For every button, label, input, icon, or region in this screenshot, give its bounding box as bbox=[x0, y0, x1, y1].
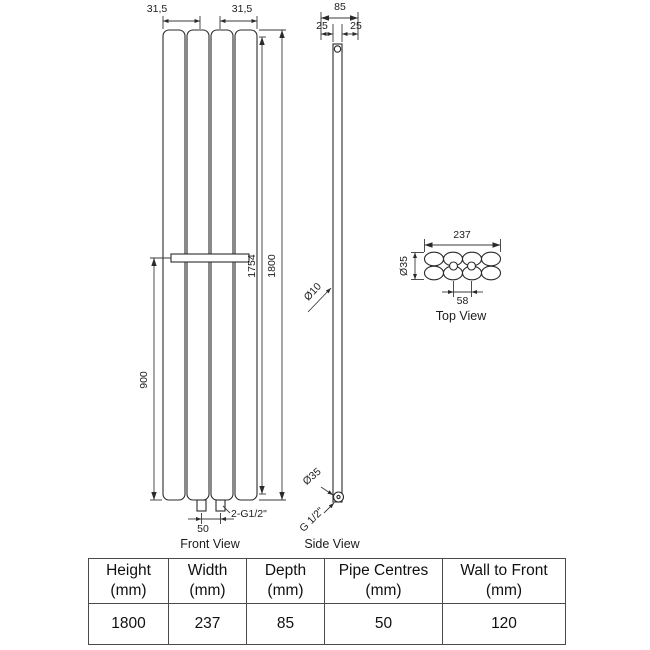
dim-front-connections: 2-G1/2" bbox=[231, 508, 267, 520]
header-label: Wall to Front bbox=[460, 562, 548, 580]
dim-side-tube: Ø10 bbox=[302, 280, 324, 303]
dim-front-1800: 1800 bbox=[266, 254, 278, 278]
header-unit: (mm) bbox=[365, 582, 402, 599]
front-view-drawing: 31,5 31,5 1754 1800 900 bbox=[138, 3, 286, 551]
header-label: Depth bbox=[264, 562, 307, 580]
front-column-4 bbox=[234, 29, 258, 501]
dim-side-25-right: 25 bbox=[350, 20, 362, 32]
pipe-right bbox=[215, 499, 226, 512]
top-pipe-hole-left bbox=[448, 261, 459, 271]
header-pipe-centres: Pipe Centres (mm) bbox=[324, 558, 443, 604]
header-unit: (mm) bbox=[267, 582, 304, 599]
dim-top-237: 237 bbox=[453, 229, 471, 241]
side-top-hole bbox=[333, 45, 342, 53]
dim-front-900: 900 bbox=[138, 371, 150, 389]
side-view-label: Side View bbox=[304, 537, 360, 551]
side-profile bbox=[332, 43, 343, 503]
dim-top-oval: Ø35 bbox=[398, 256, 410, 276]
header-height: Height (mm) bbox=[88, 558, 169, 604]
value-wall-to-front: 120 bbox=[442, 603, 566, 645]
front-column-2 bbox=[186, 29, 210, 501]
spec-table: Height (mm) Width (mm) Depth (mm) Pipe C… bbox=[88, 558, 566, 645]
header-unit: (mm) bbox=[485, 582, 523, 599]
value-pipe-centres: 50 bbox=[324, 603, 443, 645]
value-depth: 85 bbox=[246, 603, 325, 645]
side-bottom-collector bbox=[332, 491, 345, 503]
header-label: Width bbox=[187, 562, 228, 580]
header-depth: Depth (mm) bbox=[246, 558, 325, 604]
header-unit: (mm) bbox=[189, 582, 226, 599]
side-bottom-collector-center bbox=[336, 494, 341, 500]
dim-front-31-5-left: 31,5 bbox=[147, 3, 168, 15]
front-view-label: Front View bbox=[180, 537, 240, 551]
spec-table-header-row: Height (mm) Width (mm) Depth (mm) Pipe C… bbox=[88, 558, 566, 604]
dim-side-25-left: 25 bbox=[316, 20, 328, 32]
value-width: 237 bbox=[168, 603, 247, 645]
side-view-drawing: 85 25 25 Ø10 Ø35 G 1/2" Side View bbox=[297, 1, 362, 551]
dim-side-collector: Ø35 bbox=[301, 466, 324, 488]
header-unit: (mm) bbox=[110, 582, 147, 599]
top-pipe-hole-right bbox=[466, 261, 477, 271]
front-column-3 bbox=[210, 29, 234, 501]
spec-table-value-row: 1800 237 85 50 120 bbox=[88, 603, 566, 645]
wall-bracket bbox=[170, 253, 250, 263]
front-column-1 bbox=[162, 29, 186, 501]
value-height: 1800 bbox=[88, 603, 169, 645]
header-width: Width (mm) bbox=[168, 558, 247, 604]
pipe-left bbox=[196, 499, 207, 512]
top-view-label: Top View bbox=[436, 309, 487, 323]
dim-side-connection: G 1/2" bbox=[297, 505, 326, 534]
header-label: Height bbox=[106, 562, 151, 580]
header-label: Pipe Centres bbox=[338, 562, 429, 580]
dim-top-58: 58 bbox=[457, 295, 469, 307]
dim-side-85: 85 bbox=[334, 1, 346, 13]
header-wall-to-front: Wall to Front (mm) bbox=[442, 558, 566, 604]
dim-front-31-5-right: 31,5 bbox=[232, 3, 253, 15]
drawing-canvas: 31,5 31,5 1754 1800 900 bbox=[138, 1, 502, 551]
dim-front-1754: 1754 bbox=[246, 254, 258, 278]
dim-front-50: 50 bbox=[197, 523, 209, 535]
top-view-drawing: 237 Ø35 58 Top Vi bbox=[398, 229, 502, 323]
